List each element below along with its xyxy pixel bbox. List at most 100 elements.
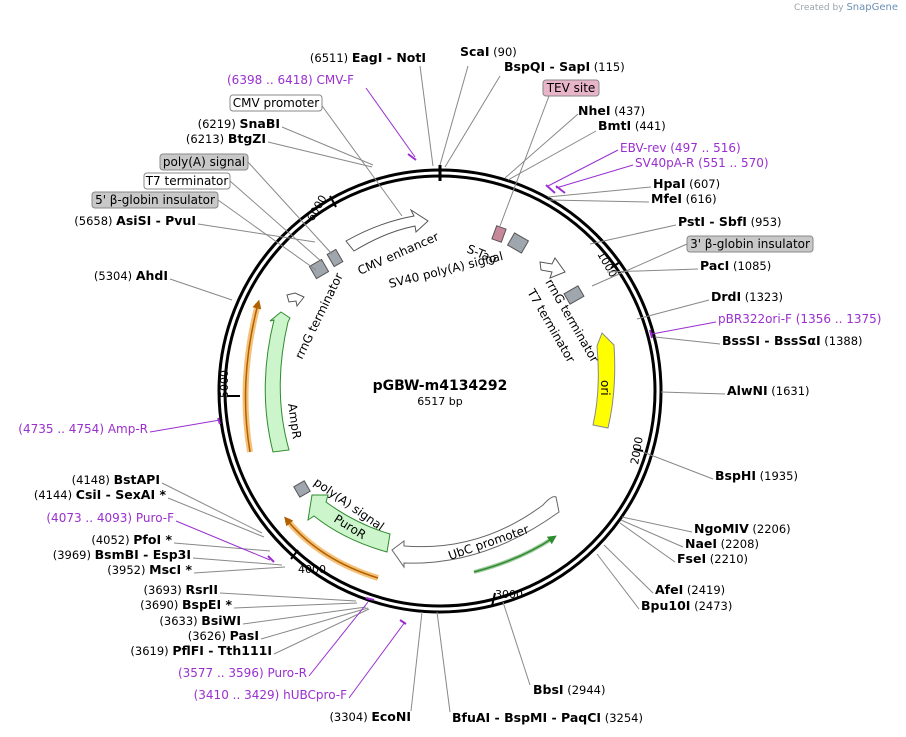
enzyme-name: AfeI: [655, 582, 683, 597]
right-site-leader-10: [660, 391, 726, 395]
ori-label: ori: [598, 380, 612, 396]
primer-leader-0: [365, 87, 416, 158]
enzyme-name: Esp3I: [153, 547, 191, 562]
primer-leader-2: [555, 164, 634, 189]
feature-label-text: 3' β-globin insulator: [690, 237, 810, 251]
left-site-label-9: (3952) MscI *: [107, 562, 192, 577]
feature-label-box-3: 5' β-globin insulator: [91, 191, 219, 209]
primer-range: (4735 .. 4754): [18, 422, 108, 436]
enzyme-name: NgoMIV: [694, 521, 749, 536]
stag-box: [506, 232, 530, 254]
enzyme-name: BspEI *: [182, 597, 232, 612]
tick-3000: [491, 592, 496, 607]
enzyme-name: DrdI: [711, 289, 741, 304]
credit-prefix: Created by: [794, 3, 844, 13]
left-site-label-7: (4052) PfoI *: [91, 532, 172, 547]
right-site-leader-0: [439, 65, 469, 166]
primer-label-5: (4073 .. 4093) Puro-F: [46, 511, 174, 525]
enzyme-name: EagI: [352, 50, 383, 65]
primer-range: (497 .. 516): [670, 141, 740, 155]
polya-left-box: [308, 258, 330, 280]
primer-tick-7: [399, 619, 407, 625]
primer-range: (3577 .. 3596): [178, 666, 268, 680]
primer-leader-1: [547, 149, 619, 187]
ampr-arrow: [264, 311, 291, 453]
site-position: (3690): [140, 598, 182, 612]
feature-label-box-2: T7 terminator: [143, 172, 231, 190]
puror-primer-arrow: [284, 516, 379, 579]
left-site-leader-4: [169, 278, 233, 301]
enzyme-name: SnaBI: [239, 116, 280, 131]
right-site-leader-15: [603, 544, 654, 594]
enzyme-name: PflFI: [172, 643, 204, 658]
rrng-left-label: rrnG terminator: [292, 271, 346, 362]
feature-label-box-4: TEV site: [542, 79, 600, 97]
right-site-leader-1: [444, 75, 501, 168]
boxed-leader-3: [217, 199, 317, 271]
site-position: (437): [611, 104, 646, 118]
site-position: (2944): [564, 683, 606, 697]
site-separator: -: [705, 214, 719, 229]
primer-tick-0: [407, 153, 417, 161]
right-site-leader-13: [620, 519, 684, 548]
enzyme-name: PvuI: [165, 213, 196, 228]
site-separator: -: [547, 710, 561, 725]
site-separator: -: [101, 487, 115, 502]
site-separator: -: [490, 710, 504, 725]
right-site-label-0: ScaI (90): [460, 44, 517, 59]
site-separator: -: [139, 547, 153, 562]
primer-leader-7: [348, 621, 406, 699]
feature-label-bg: [542, 79, 600, 97]
ubc-promoter-arrow: [391, 496, 560, 569]
primer-range: (6398 .. 6418): [227, 73, 317, 87]
right-site-label-1: BspQI - SapI (115): [504, 59, 625, 74]
left-site-leader-15: [410, 611, 423, 712]
site-position: (3619): [130, 644, 172, 658]
site-position: (2473): [690, 599, 732, 613]
tick-marks: [227, 195, 644, 607]
left-site-leader-10: [219, 592, 357, 602]
enzyme-name: SexAI *: [115, 487, 166, 502]
enzyme-name: BfuAI: [452, 710, 490, 725]
primer-tick-2: [555, 185, 566, 194]
feature-label-bg: [686, 235, 814, 253]
enzyme-name: BstAPI: [114, 472, 160, 487]
primer-leader-3: [651, 321, 717, 335]
primer-tick-6: [365, 597, 375, 601]
left-site-leader-0: [419, 65, 434, 167]
site-position: (2208): [717, 537, 759, 551]
left-site-label-12: (3633) BsiWI: [159, 613, 241, 628]
feature-label-box-5: 3' β-globin insulator: [686, 235, 814, 253]
site-position: (1631): [768, 384, 810, 398]
site-position: (3254): [601, 711, 643, 725]
left-site-label-10: (3693) RsrII: [144, 582, 218, 597]
left-site-leader-6: [167, 497, 265, 538]
boxed-leader-2: [229, 180, 323, 263]
site-position: (6511): [310, 51, 352, 65]
tick-1000: [610, 261, 621, 269]
site-position: (1085): [729, 259, 771, 273]
site-position: (1935): [756, 469, 798, 483]
left-site-label-6: (4144) CsiI - SexAI *: [34, 487, 167, 502]
right-site-label-7: PacI (1085): [700, 258, 771, 273]
primer-tick-1: [545, 184, 556, 194]
tick-4000: [290, 549, 299, 560]
enzyme-name: BmtI: [598, 118, 631, 133]
primer-range: (3410 .. 3429): [194, 688, 284, 702]
primer-label-4: (4735 .. 4754) Amp-R: [18, 422, 148, 436]
enzyme-name: PasI: [230, 628, 259, 643]
enzyme-name: PfoI *: [133, 532, 172, 547]
site-position: (5658): [74, 214, 116, 228]
right-site-leader-7: [606, 268, 699, 273]
tev-site-box: [491, 225, 507, 243]
feature-label-bg: [159, 153, 249, 171]
enzyme-name: NaeI: [685, 536, 717, 551]
right-site-leader-18: [436, 611, 451, 713]
enzyme-name: BtgZI: [228, 131, 266, 146]
enzyme-name: RsrII: [185, 582, 218, 597]
primer-name: EBV-rev: [620, 141, 670, 155]
boxed-leader-0: [319, 102, 403, 217]
site-position: (3626): [188, 629, 230, 643]
